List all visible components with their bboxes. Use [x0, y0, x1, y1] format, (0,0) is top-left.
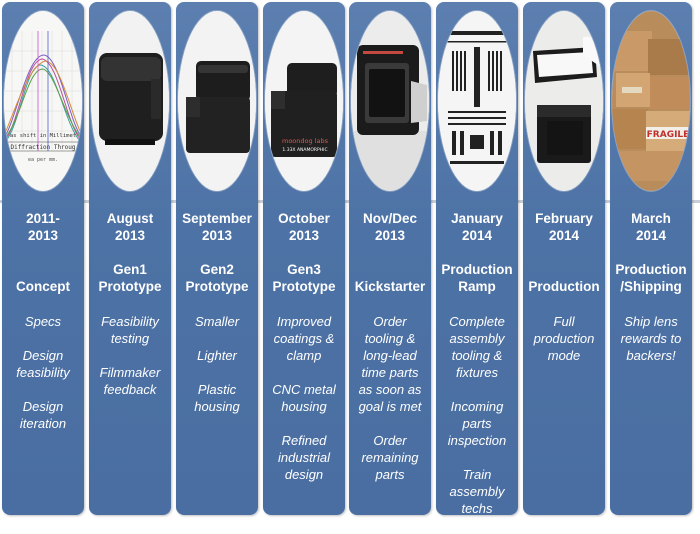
- column-shipping: FRAGILE March 2014 Production /Shipping …: [610, 2, 692, 515]
- ramp-test-chart-image: [438, 11, 516, 191]
- stage-label: Gen3 Prototype: [272, 262, 336, 294]
- concept-graph-image: as shift in Millimet Diffraction Throug …: [4, 11, 82, 191]
- list-item: Improved coatings & clamp: [273, 314, 335, 363]
- date-label: February 2014: [535, 211, 593, 243]
- list-item: Refined industrial design: [277, 433, 331, 482]
- list-item: Incoming parts inspection: [447, 399, 507, 448]
- gen3-logo-text: moondog labs: [282, 137, 329, 145]
- item-list: Ship lens rewards to backers!: [612, 313, 690, 381]
- item-list: Feasibility testing Filmmaker feedback: [91, 313, 169, 415]
- date-label: March 2014: [631, 211, 671, 243]
- fragile-label-text: FRAGILE: [647, 130, 690, 140]
- item-list: Specs Design feasibility Design iteratio…: [4, 313, 82, 449]
- gen3-model-text: 1.33X ANAMORPHIC: [282, 147, 327, 153]
- list-item: Complete assembly tooling & fixtures: [449, 314, 505, 380]
- kickstarter-lens-image: [351, 11, 429, 191]
- item-list: Improved coatings & clamp CNC metal hous…: [265, 313, 343, 500]
- column-production-ramp: January 2014 Production Ramp Complete as…: [436, 2, 518, 516]
- list-item: Full production mode: [533, 314, 595, 363]
- stage-label: Kickstarter: [354, 279, 426, 294]
- list-item: Order tooling & long-lead time parts as …: [358, 314, 422, 414]
- column-gen1: August 2013 Gen1 Prototype Feasibility t…: [89, 2, 171, 515]
- list-item: Filmmaker feedback: [99, 365, 161, 397]
- list-item: CNC metal housing: [272, 382, 336, 414]
- gen2-prototype-image: [178, 11, 256, 191]
- production-assembly-image: [525, 11, 603, 191]
- date-label: September 2013: [182, 211, 252, 243]
- list-item: Smaller: [194, 314, 240, 329]
- list-item: Design iteration: [19, 399, 67, 431]
- column-production: February 2014 Production Full production…: [523, 2, 605, 515]
- concept-graph-axis-text: as shift in Millimet: [10, 133, 76, 139]
- stage-label: Production /Shipping: [615, 262, 687, 294]
- concept-graph-note-text: ea per mm.: [28, 157, 58, 163]
- list-item: Ship lens rewards to backers!: [620, 314, 682, 363]
- date-label: August 2013: [106, 211, 154, 243]
- list-item: Lighter: [197, 348, 237, 363]
- column-kickstarter: Nov/Dec 2013 Kickstarter Order tooling &…: [349, 2, 431, 515]
- stage-label: Production Ramp: [441, 262, 513, 294]
- stage-label: Concept: [16, 279, 70, 294]
- shipping-boxes-image: FRAGILE: [612, 11, 690, 191]
- list-item: Design feasibility: [16, 348, 70, 380]
- list-item: Plastic housing: [194, 382, 240, 414]
- list-item: Specs: [24, 314, 62, 329]
- list-item: Train assembly techs: [449, 467, 505, 516]
- list-item: Order remaining parts: [361, 433, 419, 482]
- item-list: Order tooling & long-lead time parts as …: [351, 313, 429, 500]
- gen3-prototype-image: moondog labs 1.33X ANAMORPHIC: [265, 11, 343, 191]
- item-list: Complete assembly tooling & fixtures Inc…: [438, 313, 516, 534]
- gen1-prototype-image: [91, 11, 169, 191]
- column-concept: as shift in Millimet Diffraction Throug …: [2, 2, 84, 515]
- item-list: Full production mode: [525, 313, 603, 381]
- stage-label: Production: [528, 279, 600, 294]
- date-label: October 2013: [278, 211, 330, 243]
- date-label: January 2014: [451, 211, 503, 243]
- concept-graph-title-text: Diffraction Throug: [10, 144, 75, 151]
- column-gen2: September 2013 Gen2 Prototype Smaller Li…: [176, 2, 258, 515]
- stage-label: Gen1 Prototype: [98, 262, 162, 294]
- column-gen3: moondog labs 1.33X ANAMORPHIC October 20…: [263, 2, 345, 515]
- date-label: 2011- 2013: [26, 211, 60, 243]
- stage-label: Gen2 Prototype: [185, 262, 249, 294]
- list-item: Feasibility testing: [101, 314, 159, 346]
- item-list: Smaller Lighter Plastic housing: [178, 313, 256, 432]
- date-label: Nov/Dec 2013: [362, 211, 418, 243]
